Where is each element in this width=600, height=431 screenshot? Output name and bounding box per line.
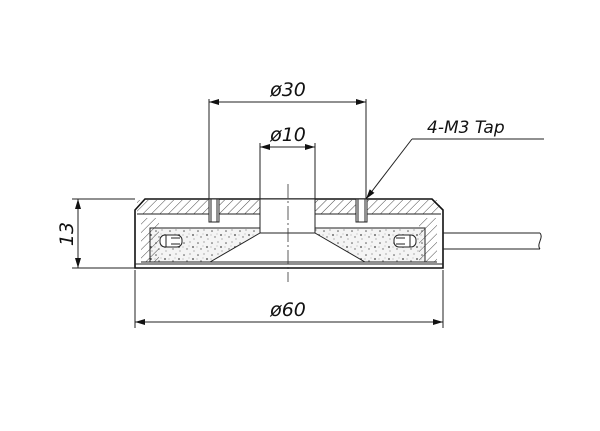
dimension-outer-diameter: ø60 [134,270,444,328]
screw-left [159,234,183,248]
tap-note-leader: 4-M3 Tap [365,118,544,200]
tap-note-label: 4-M3 Tap [427,118,505,138]
dimension-hole-circle: ø30 [208,79,367,199]
dimension-height: 13 [56,198,135,269]
screw-right [393,234,417,248]
dimension-center-hole: ø10 [259,124,316,199]
tapped-hole-right [355,198,368,223]
height-label: 13 [56,222,78,246]
hole-circle-diameter-label: ø30 [269,79,306,101]
center-bore [259,198,316,234]
cable [443,232,542,250]
tapped-hole-left [208,198,220,223]
part-section [134,198,444,269]
center-hole-diameter-label: ø10 [269,124,306,146]
outer-diameter-label: ø60 [269,299,306,321]
